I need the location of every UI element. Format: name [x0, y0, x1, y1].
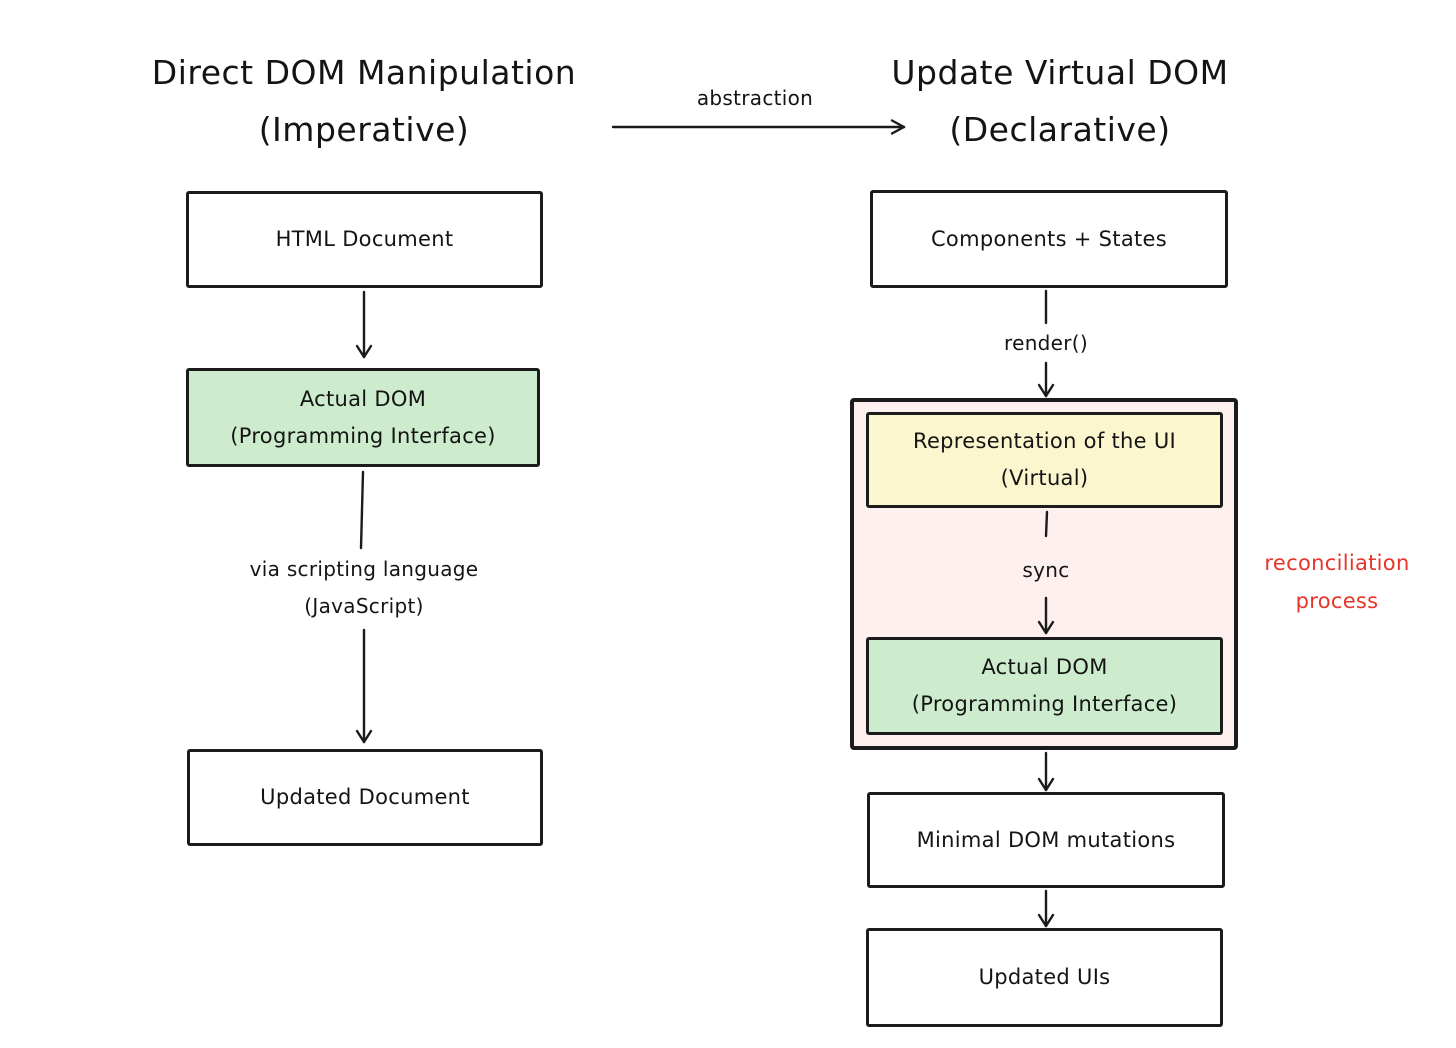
arrow-mutations-to-updated-uis [1037, 889, 1055, 928]
node-minimal-dom-mutations: Minimal DOM mutations [867, 792, 1225, 888]
node-actual-dom-right: Actual DOM (Programming Interface) [866, 637, 1223, 735]
node-virtual-representation: Representation of the UI (Virtual) [866, 412, 1223, 508]
arrow-sync-to-actual-dom [1037, 596, 1055, 635]
via-scripting-label-line2: (JavaScript) [304, 594, 424, 618]
actual-dom-left-label-line1: Actual DOM [299, 386, 427, 411]
right-title-line2: (Declarative) [949, 110, 1171, 149]
connector-virtual-to-sync [1044, 510, 1049, 538]
left-title-line1: Direct DOM Manipulation [151, 53, 577, 92]
right-column-title: Update Virtual DOM (Declarative) [810, 44, 1310, 158]
arrow-render-to-reconciliation [1037, 361, 1055, 398]
virtual-representation-label-line1: Representation of the UI [913, 429, 1176, 453]
actual-dom-right-label-line1: Actual DOM [981, 655, 1108, 679]
updated-uis-label: Updated UIs [978, 965, 1111, 989]
reconciliation-annotation-line2: process [1295, 589, 1379, 613]
html-document-label: HTML Document [275, 227, 454, 251]
node-actual-dom-left: Actual DOM (Programming Interface) [186, 368, 540, 467]
components-states-label: Components + States [930, 226, 1168, 251]
abstraction-arrow [611, 119, 906, 135]
virtual-representation-label-line2: (Virtual) [1000, 466, 1089, 490]
via-scripting-label-line1: via scripting language [249, 557, 479, 581]
connector-actual-dom-to-label [359, 470, 365, 550]
arrow-label-to-updated-document [355, 628, 373, 744]
node-updated-uis: Updated UIs [866, 928, 1223, 1027]
actual-dom-right-label-line2: (Programming Interface) [911, 692, 1178, 716]
abstraction-arrow-label: abstraction [696, 86, 814, 110]
reconciliation-annotation-line1: reconciliation [1264, 551, 1410, 575]
arrow-reconciliation-to-mutations [1037, 751, 1055, 792]
right-title-line1: Update Virtual DOM [891, 53, 1229, 92]
updated-document-label: Updated Document [260, 785, 470, 809]
sync-label: sync [1022, 558, 1070, 582]
minimal-dom-mutations-label: Minimal DOM mutations [916, 827, 1176, 852]
left-title-line2: (Imperative) [258, 110, 470, 149]
actual-dom-left-label-line2: (Programming Interface) [230, 423, 496, 448]
node-components-states: Components + States [870, 190, 1228, 288]
node-updated-document: Updated Document [187, 749, 543, 846]
render-label: render() [1004, 331, 1088, 355]
node-html-document: HTML Document [186, 191, 543, 288]
arrow-html-to-actual-dom [355, 290, 373, 359]
left-column-title: Direct DOM Manipulation (Imperative) [114, 44, 614, 158]
via-scripting-label: via scripting language (JavaScript) [164, 551, 564, 625]
reconciliation-process-annotation: reconciliation process [1252, 544, 1422, 620]
connector-components-to-render [1044, 289, 1048, 325]
